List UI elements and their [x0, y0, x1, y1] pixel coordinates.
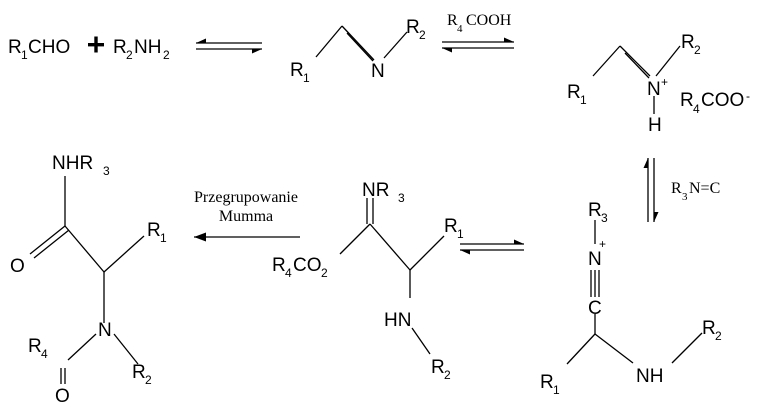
rearrangement-label-line2: Mumma [219, 208, 273, 225]
carboxylate-charge: - [746, 89, 750, 103]
imidate-r1: R [444, 216, 458, 237]
imidate-nr3-subscript: 3 [398, 191, 405, 205]
isocyanide-formula: N=C [689, 180, 720, 197]
imidate-r2: R [431, 357, 445, 378]
product-n: N [98, 320, 112, 341]
imidate-r4-subscript: 4 [285, 266, 292, 280]
amine-r-subscript: 2 [126, 48, 133, 62]
reagent-aldehyde: R 1 CHO [8, 37, 70, 62]
product-r1: R [147, 220, 161, 241]
nitrilium-r3: R [588, 200, 602, 221]
carboxylate-r: R [680, 90, 694, 111]
nitrilium-r1: R [540, 372, 554, 393]
amine-nh-subscript: 2 [163, 48, 170, 62]
rearrangement-arrow: Przegrupowanie Mumma [194, 189, 300, 242]
equilibrium-arrow-3 [460, 239, 524, 255]
equilibrium-arrow-1 [196, 38, 262, 54]
imidate-r1-subscript: 1 [457, 227, 464, 241]
amine-nh: NH [134, 37, 161, 58]
nitrilium-r2: R [702, 318, 716, 339]
imine-r1-subscript: 1 [303, 71, 310, 85]
acid-reagent: R 4 COOH [447, 12, 512, 35]
product-r4-subscript: 4 [41, 347, 48, 361]
imidate-nr3: NR [362, 180, 389, 201]
plus-sign [88, 36, 104, 53]
imidate-r2-subscript: 2 [444, 368, 451, 382]
amine-r: R [113, 37, 127, 58]
reagent-amine: R 2 NH 2 [113, 37, 170, 62]
iminium-r2-subscript: 2 [694, 43, 701, 57]
product-carbonyl-o: O [10, 256, 25, 277]
iminium-r1-subscript: 1 [580, 93, 587, 107]
imine: R 1 N R 2 [290, 17, 426, 85]
iminium-r1: R [567, 82, 581, 103]
nitrilium-c: C [588, 298, 602, 319]
equilibrium-arrow-2 [442, 37, 514, 53]
iminium-charge: + [661, 75, 668, 89]
ugi-product: NHR 3 O R 1 N R 4 R 2 O [10, 153, 167, 404]
nitrilium-r1-subscript: 1 [553, 383, 560, 397]
carboxylate-coo: COO [701, 90, 744, 111]
imine-r2: R [406, 17, 420, 38]
carboxylate-r-subscript: 4 [693, 102, 700, 116]
isocyanide-r-subscript: 3 [682, 191, 688, 203]
aldehyde-r: R [8, 37, 22, 58]
equilibrium-arrow-vertical [643, 158, 659, 222]
nitrilium-intermediate: R 3 N + C R 1 NH R 2 [540, 200, 722, 397]
product-nhr3: NHR [52, 153, 93, 174]
imine-r1: R [290, 60, 304, 81]
nitrilium-nh: NH [636, 366, 663, 387]
acid-cooh: COOH [466, 12, 512, 29]
iminium-n: N [647, 79, 661, 100]
iminium-r2: R [681, 32, 695, 53]
iminium-h: H [648, 115, 662, 136]
product-nhr3-subscript: 3 [103, 164, 110, 178]
imidate-co-subscript: 2 [321, 266, 328, 280]
nitrilium-r2-subscript: 2 [715, 329, 722, 343]
aldehyde-cho: CHO [28, 37, 70, 58]
nitrilium-charge: + [599, 237, 606, 251]
product-r1-subscript: 1 [160, 231, 167, 245]
isocyanide-reagent: R 3 N=C [671, 180, 720, 203]
product-r2-subscript: 2 [145, 373, 152, 387]
product-r2: R [132, 362, 146, 383]
nitrilium-r3-subscript: 3 [601, 211, 608, 225]
acid-r: R [447, 12, 458, 29]
acid-r-subscript: 4 [457, 23, 463, 35]
iminium-salt: R 1 N + H R 2 R 4 COO - [567, 32, 750, 136]
product-r4: R [28, 336, 42, 357]
imidate-r4: R [272, 255, 286, 276]
aldehyde-r-subscript: 1 [21, 48, 28, 62]
imidate-intermediate: NR 3 R 1 R 4 CO 2 HN R 2 [272, 180, 464, 382]
nitrilium-n: N [588, 249, 602, 270]
imine-r2-subscript: 2 [419, 28, 426, 42]
product-acyl-o: O [55, 386, 70, 404]
imine-n: N [371, 61, 385, 82]
rearrangement-label-line1: Przegrupowanie [194, 189, 298, 206]
imidate-co: CO [293, 255, 322, 276]
isocyanide-r: R [671, 180, 682, 197]
imidate-hn: HN [384, 310, 411, 331]
